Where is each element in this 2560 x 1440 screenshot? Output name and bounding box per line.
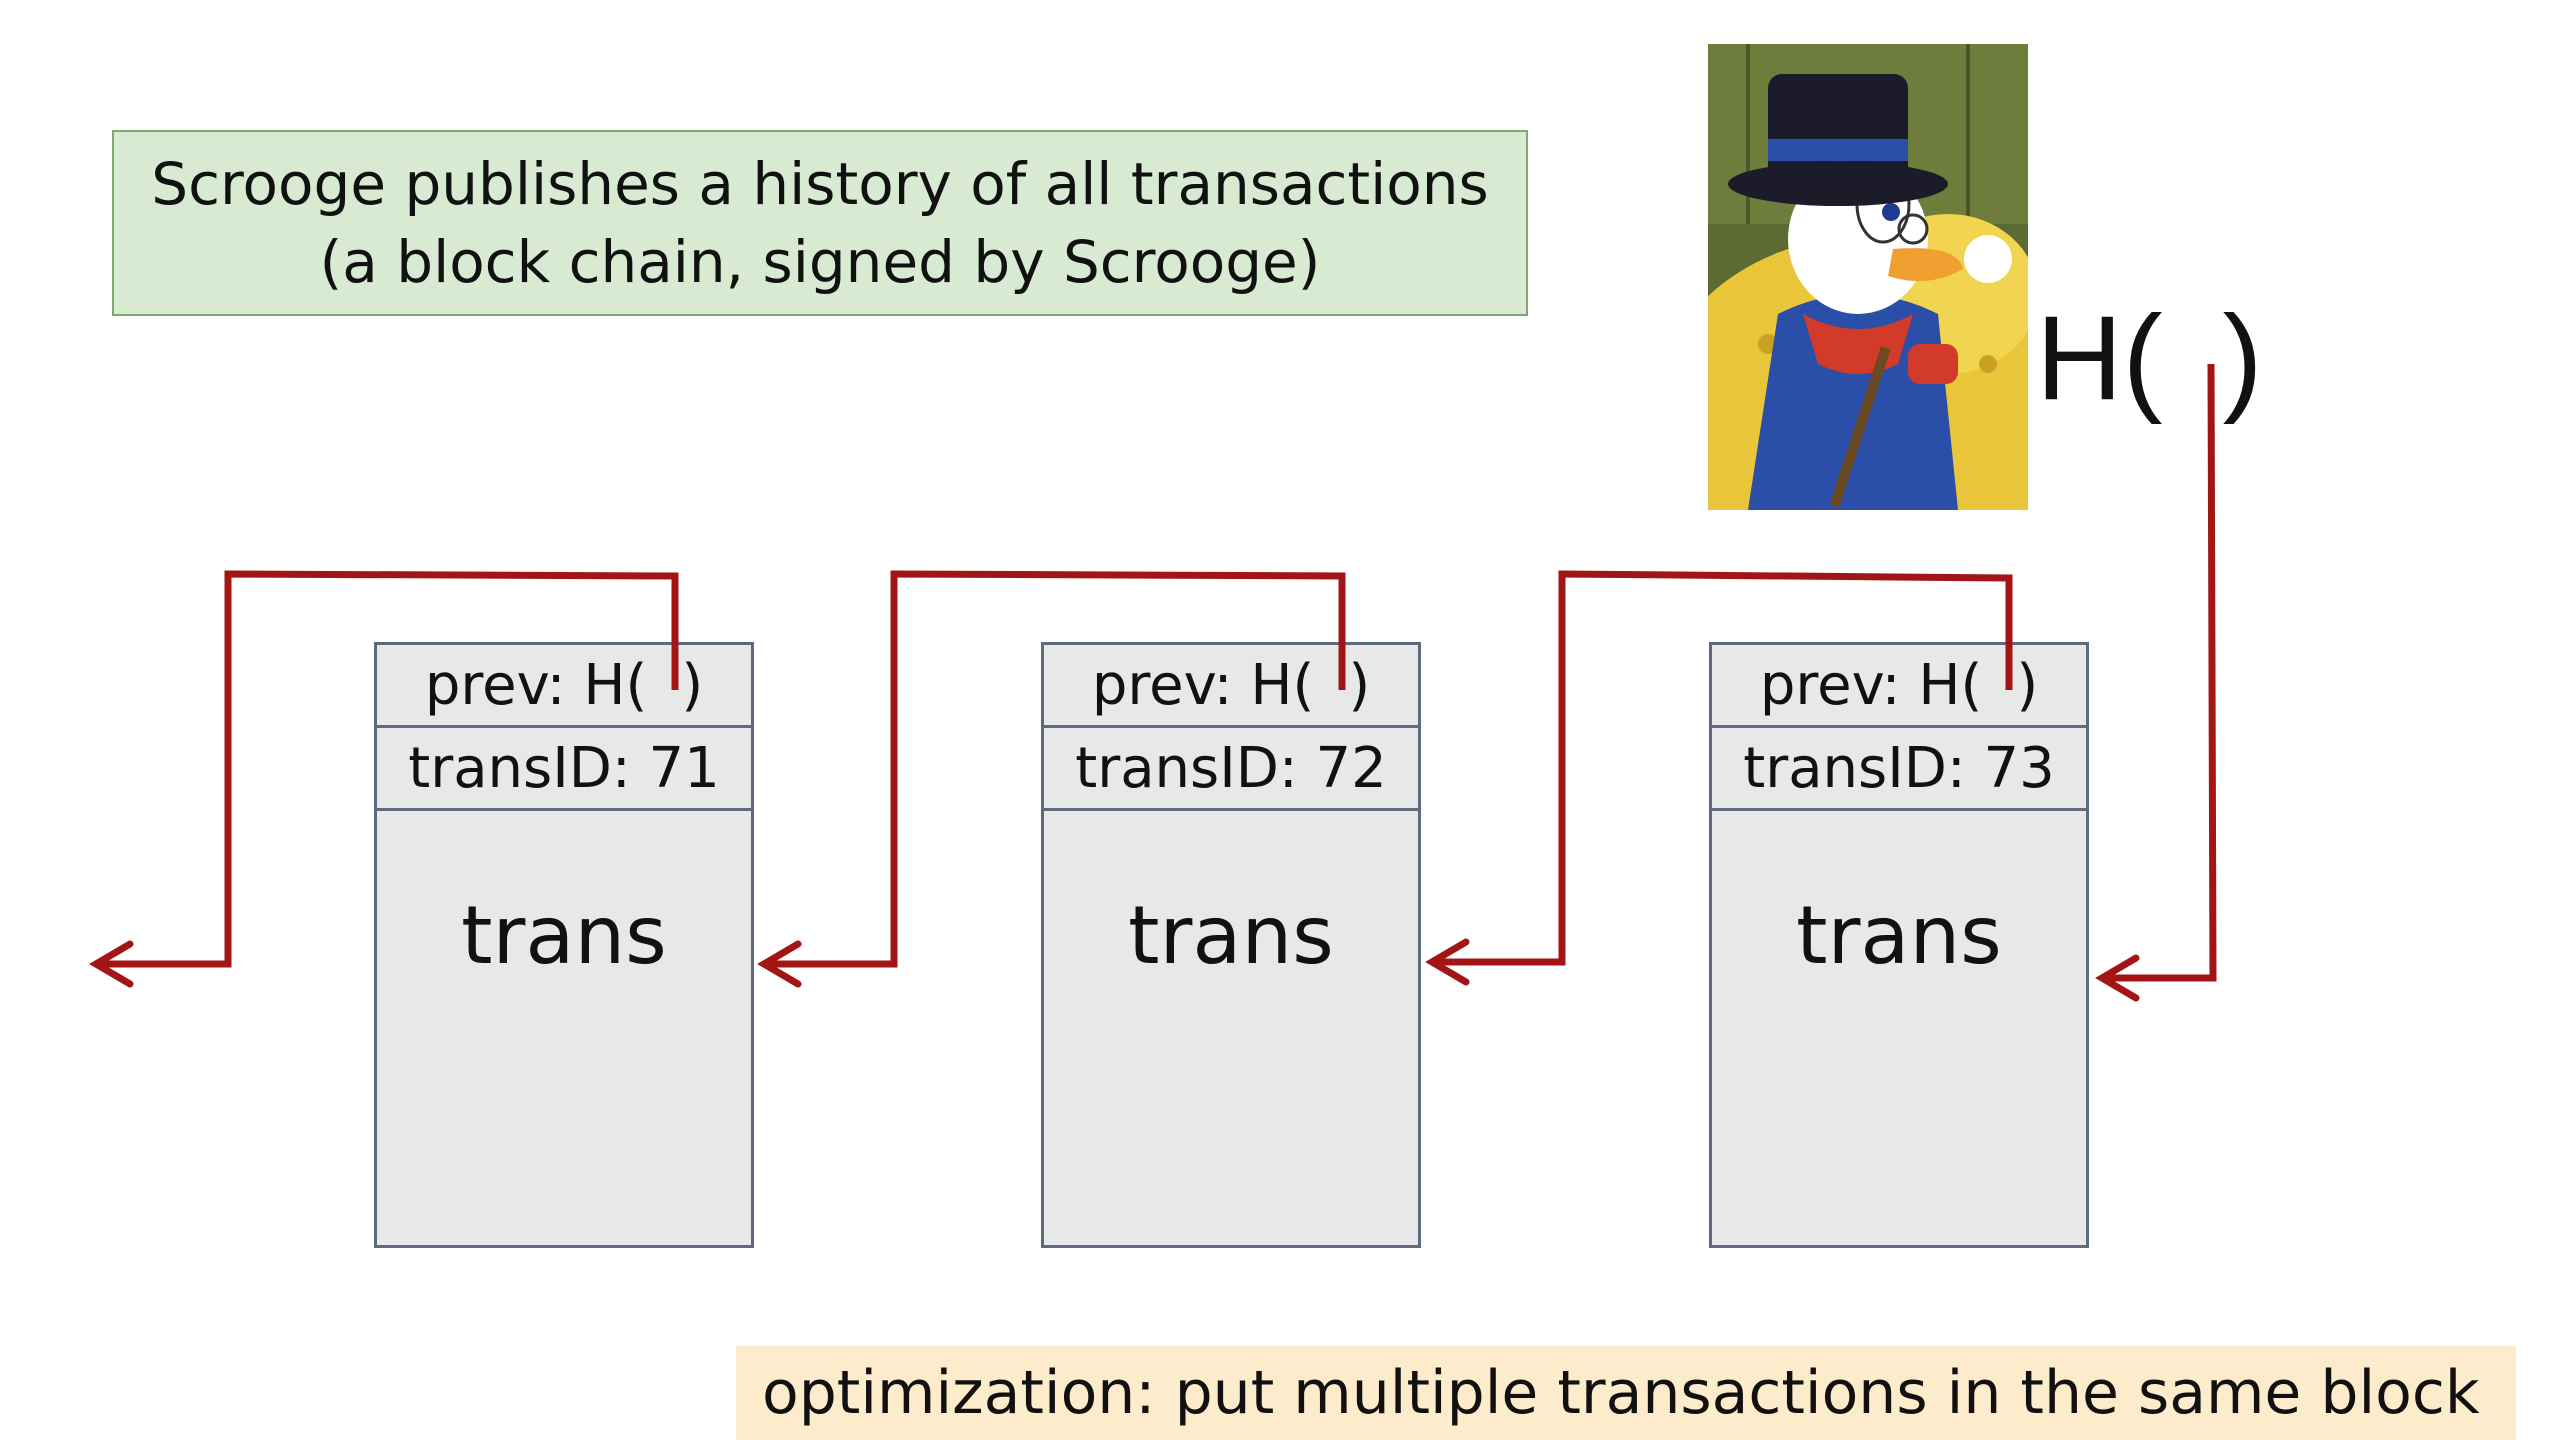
block-trans-id-field: transID: 73 [1712, 728, 2086, 811]
title-line-1: Scrooge publishes a history of all trans… [151, 150, 1489, 218]
top-hash-label: H() [2036, 288, 2263, 428]
block-body-label: trans [1796, 889, 2002, 982]
block-prev-hash-field: prev: H() [1712, 645, 2086, 728]
block-body: trans [1044, 811, 1418, 1245]
block-body: trans [1712, 811, 2086, 1245]
hash-pointer-arrow-72 [770, 570, 1346, 968]
hash-pointer-arrow-73 [1438, 570, 2013, 966]
block-body: trans [377, 811, 751, 1245]
block-trans-id-field: transID: 72 [1044, 728, 1418, 811]
title-line-2: (a block chain, signed by Scrooge) [319, 228, 1321, 296]
optimization-note: optimization: put multiple transactions … [736, 1346, 2516, 1440]
block-72: prev: H() transID: 72 trans [1041, 642, 1421, 1248]
block-prev-hash-field: prev: H() [377, 645, 751, 728]
arrowhead-73 [1425, 938, 1470, 986]
top-hash-close: ) [2222, 291, 2263, 425]
block-trans-id-field: transID: 71 [377, 728, 751, 811]
block-body-label: trans [1128, 889, 1334, 982]
hash-pointer-arrow-71 [102, 570, 679, 968]
block-71: prev: H() transID: 71 trans [374, 642, 754, 1248]
block-73: prev: H() transID: 73 trans [1709, 642, 2089, 1248]
scrooge-mcduck-picture [1708, 44, 2028, 510]
arrowhead-72 [757, 940, 802, 988]
top-hash-open: H( [2036, 291, 2163, 425]
hash-pointer-arrow-top [2108, 363, 2217, 982]
arrowhead-top [2095, 954, 2140, 1002]
arrowhead-71 [89, 940, 134, 988]
block-prev-hash-field: prev: H() [1044, 645, 1418, 728]
title-box: Scrooge publishes a history of all trans… [112, 130, 1528, 316]
optimization-note-text: optimization: put multiple transactions … [762, 1358, 2480, 1428]
block-body-label: trans [461, 889, 667, 982]
